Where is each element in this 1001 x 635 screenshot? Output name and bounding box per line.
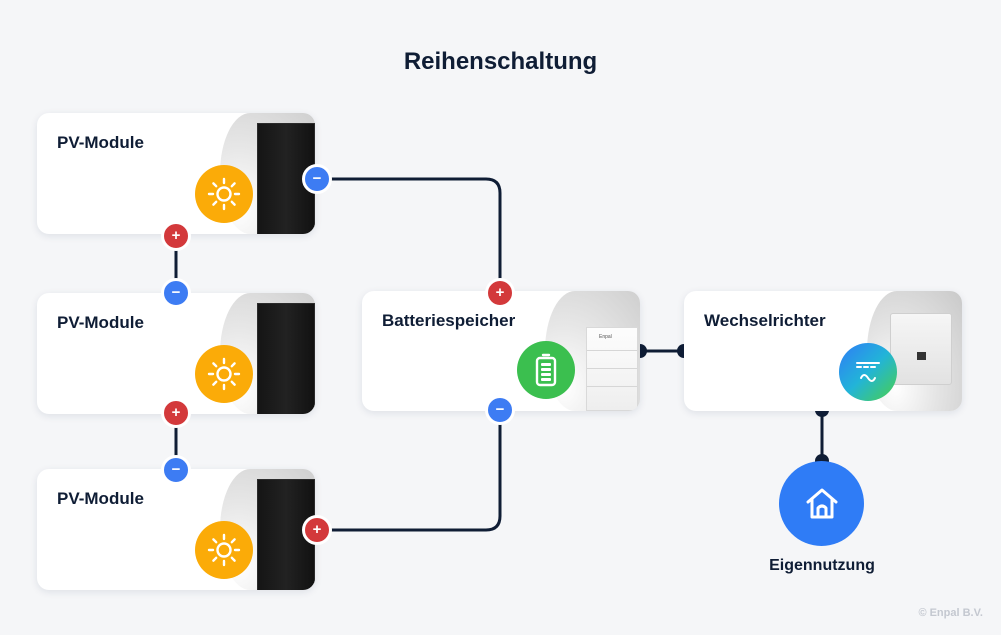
battery-minus-terminal: −: [485, 395, 515, 425]
page-title: Reihenschaltung: [403, 48, 598, 75]
battery-brand-text: Enpal: [599, 334, 612, 340]
battery-plus-terminal: +: [485, 278, 515, 308]
sun-icon: [195, 165, 253, 223]
battery-icon: [517, 341, 575, 399]
pv-module-card-2: PV-Module: [37, 293, 315, 414]
pv3-minus-terminal: −: [161, 455, 191, 485]
pv-module-card-3: PV-Module: [37, 469, 315, 590]
pv1-minus-terminal: −: [302, 164, 332, 194]
sun-icon: [195, 521, 253, 579]
inverter-card: Wechselrichter: [684, 291, 962, 411]
sun-icon: [195, 345, 253, 403]
battery-label: Batteriespeicher: [382, 311, 516, 330]
pv-module-label: PV-Module: [57, 489, 144, 508]
inverter-label: Wechselrichter: [704, 311, 826, 330]
pv3-plus-terminal: +: [302, 515, 332, 545]
copyright-text: © Enpal B.V.: [918, 607, 983, 619]
battery-card: Batteriespeicher Enpal: [362, 291, 640, 411]
wire-pv3-to-battery-minus: [315, 408, 502, 532]
pv-module-label: PV-Module: [57, 133, 144, 152]
inverter-icon: [839, 343, 897, 401]
consumption-label: Eigennutzung: [769, 557, 875, 574]
pv2-plus-terminal: +: [161, 398, 191, 428]
wire-pv1-to-battery-plus: [315, 177, 502, 295]
pv1-plus-terminal: +: [161, 221, 191, 251]
pv-module-label: PV-Module: [57, 313, 144, 332]
pv2-minus-terminal: −: [161, 278, 191, 308]
house-icon: [779, 461, 864, 546]
pv-module-card-1: PV-Module: [37, 113, 315, 234]
